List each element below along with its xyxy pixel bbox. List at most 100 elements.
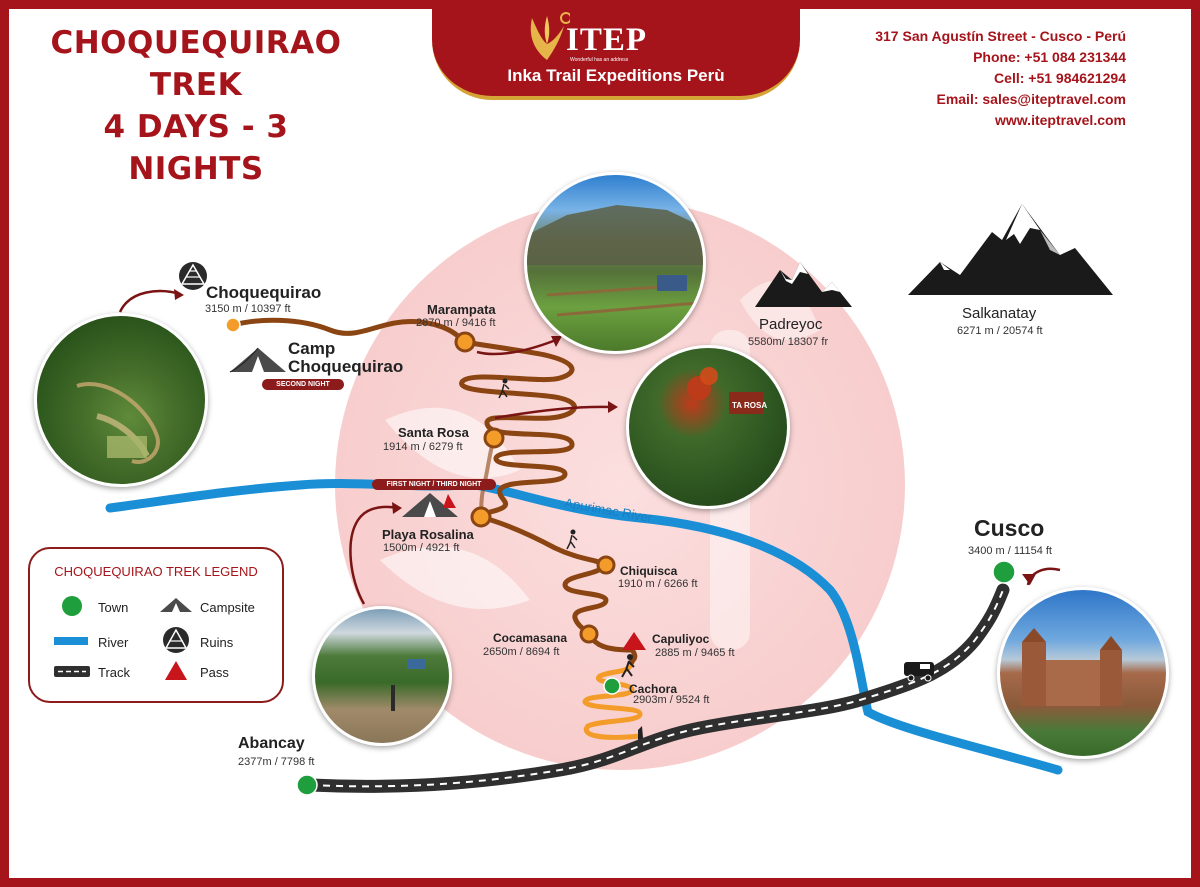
apurimac-river: [105, 479, 1063, 775]
altitude-cachora: 2903m / 9524 ft: [633, 694, 710, 706]
photo-cusco: [997, 587, 1169, 759]
label-chiquisca: Chiquisca: [620, 564, 678, 578]
label-abancay: Abancay: [238, 735, 305, 752]
brand-banner: [432, 0, 800, 100]
photo-santa-rosa-plants: TA ROSA: [687, 367, 767, 414]
campsite-tent-icon: [229, 347, 286, 373]
arrow-choquequirao: [118, 289, 181, 313]
legend-title: CHOQUEQUIRAO TREK LEGEND: [54, 564, 258, 579]
town-marker-cachora: [603, 677, 621, 695]
marker-santa-rosa: [483, 427, 505, 449]
photo-playa-view: [391, 659, 425, 711]
marker-chiquisca: [596, 555, 616, 575]
legend-track-label: Track: [98, 665, 131, 680]
brand-name: Inka Trail Expeditions Perù: [507, 66, 725, 85]
badge-first-third-night: FIRST NIGHT / THIRD NIGHT: [372, 479, 496, 490]
watermark-feather: [380, 546, 530, 609]
arrow-marampata: [476, 338, 557, 356]
trail-main: [230, 317, 638, 665]
legend-pass-label: Pass: [200, 665, 229, 680]
legend-campsite-icon: [160, 598, 192, 612]
badge-second-night: SECOND NIGHT: [262, 379, 344, 390]
van-icon: [904, 662, 934, 682]
hiker-icon: [638, 726, 643, 740]
label-cusco: Cusco: [974, 515, 1045, 541]
photo-choquequirao-terraces: [76, 382, 160, 464]
arrow-head: [1022, 574, 1036, 585]
photo-santa-rosa: TA ROSA: [626, 345, 790, 509]
marker-marampata: [454, 331, 476, 353]
legend-river-label: River: [98, 635, 129, 650]
hiker-icon: [621, 654, 635, 678]
altitude-marampata: 2870 m / 9416 ft: [416, 317, 496, 329]
contact-info: 317 San Agustín Street - Cusco - Perú Ph…: [796, 26, 1126, 131]
legend-track-icon: [54, 666, 90, 677]
arrow-head: [392, 502, 402, 514]
arrow-head: [608, 401, 618, 413]
camp-name-line-1: Camp: [288, 339, 336, 358]
arrow-head: [551, 336, 562, 347]
itep-logo-icon: [530, 12, 570, 60]
label-choquequirao: Choquequirao: [206, 283, 321, 303]
altitude-santa-rosa: 1914 m / 6279 ft: [383, 441, 463, 453]
legend-town-label: Town: [98, 600, 129, 615]
legend-river-icon: [54, 637, 88, 645]
photo-cusco-cathedral: [1022, 628, 1122, 706]
label-playa-rosalina: Playa Rosalina: [382, 527, 474, 542]
hiker-icon: [566, 529, 578, 550]
hiker-icon: [498, 378, 510, 399]
altitude-choquequirao: 3150 m / 10397 ft: [205, 303, 291, 315]
altitude-padreyoc: 5580m/ 18307 fr: [748, 336, 829, 348]
label-santa-rosa: Santa Rosa: [398, 425, 469, 440]
arrow-santa-rosa: [494, 405, 613, 420]
camp-name-line-2: Choquequirao: [288, 357, 404, 376]
label-salkanatay: Salkanatay: [962, 305, 1037, 322]
label-cocamasana: Cocamasana: [493, 631, 568, 645]
label-capuliyoc: Capuliyoc: [652, 632, 710, 646]
label-camp-choquequirao: Camp Choquequirao: [288, 340, 403, 376]
label-padreyoc: Padreyoc: [759, 316, 823, 333]
town-marker-abancay: [296, 774, 318, 796]
mountain-salkanatay-icon: [908, 204, 1113, 295]
altitude-chiquisca: 1910 m / 6266 ft: [618, 578, 698, 590]
trail-cachora-switchbacks: [582, 659, 643, 740]
legend-pass-icon: [165, 661, 187, 680]
marker-cocamasana: [579, 624, 599, 644]
label-cachora: Cachora: [629, 682, 678, 696]
title-line-2: 4 DAYS - 3 NIGHTS: [103, 109, 289, 187]
legend-ruins-icon: [163, 627, 189, 653]
photo-choquequirao: [34, 313, 208, 487]
road-track-dashes: [309, 589, 1004, 788]
legend-ruins-label: Ruins: [200, 635, 234, 650]
altitude-cusco: 3400 m / 11154 ft: [968, 545, 1052, 557]
brand-tagline: Wonderful has an address: [570, 57, 629, 63]
campsite-tent-icon: [402, 493, 458, 517]
marker-playa-rosalina: [470, 506, 492, 528]
arrow-playa: [349, 505, 399, 605]
label-marampata: Marampata: [427, 302, 496, 317]
watermark-feather: [385, 407, 520, 479]
brand-logo-text: ITEP: [566, 22, 648, 58]
legend-town-icon: [62, 596, 82, 616]
contact-cell: Cell: +51 984621294: [994, 70, 1126, 86]
contact-website: www.iteptravel.com: [995, 112, 1126, 128]
legend-campsite-label: Campsite: [200, 600, 255, 615]
photo-playa-rosalina: [312, 606, 452, 746]
altitude-cocamasana: 2650m / 8694 ft: [483, 646, 560, 658]
marker-choquequirao: [225, 317, 241, 333]
contact-email: Email: sales@iteptravel.com: [936, 91, 1126, 107]
contact-phone: Phone: +51 084 231344: [973, 49, 1126, 65]
photo-sign-text: TA ROSA: [732, 401, 767, 410]
title-line-1: CHOQUEQUIRAO TREK: [50, 25, 342, 103]
contact-address: 317 San Agustín Street - Cusco - Perú: [875, 28, 1126, 44]
town-marker-cusco: [992, 560, 1016, 584]
altitude-capuliyoc: 2885 m / 9465 ft: [655, 647, 735, 659]
altitude-playa-rosalina: 1500m / 4921 ft: [383, 542, 460, 554]
pass-capuliyoc-icon: [622, 632, 646, 650]
arrow-head: [174, 289, 184, 300]
altitude-abancay: 2377m / 7798 ft: [238, 756, 315, 768]
place-name: Choquequirao: [206, 283, 322, 302]
